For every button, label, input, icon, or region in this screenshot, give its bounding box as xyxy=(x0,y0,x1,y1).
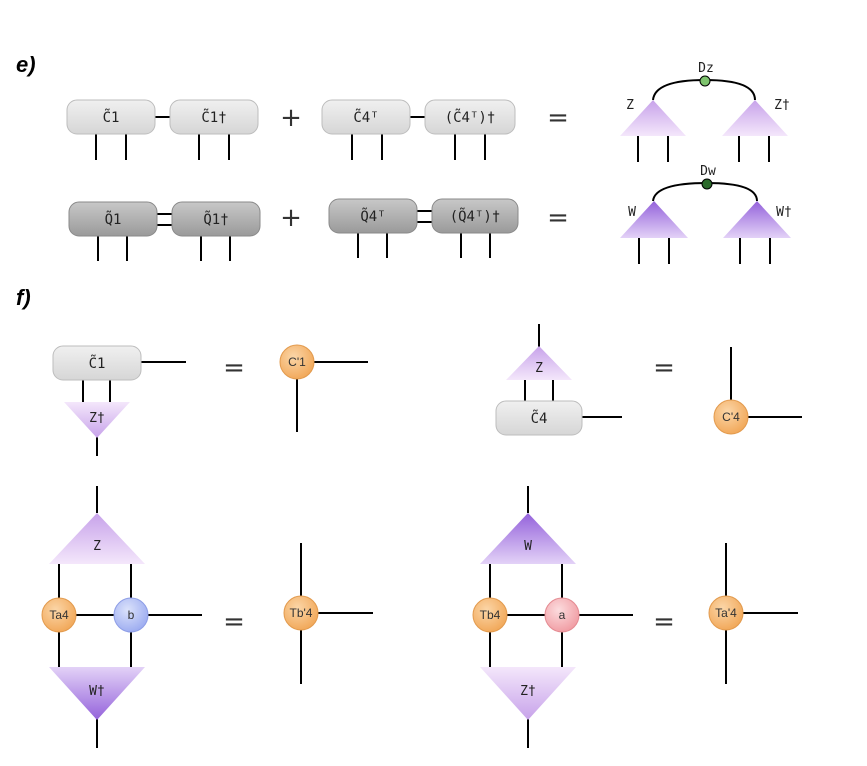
node-a xyxy=(544,597,580,633)
node-tb4 xyxy=(472,597,508,633)
plus-operator: + xyxy=(280,103,302,133)
equals-operator: = xyxy=(653,607,675,637)
triangle-z-dagger-label: Z† xyxy=(89,411,105,426)
triangle-z-dagger xyxy=(722,100,788,136)
f-bottom-right-equation: W Tb4 a Z† = Ta'4 xyxy=(472,486,798,748)
equals-operator: = xyxy=(547,103,569,133)
triangle-z-label: Z xyxy=(535,361,543,376)
triangle-w-dagger-label: W† xyxy=(776,205,792,220)
triangle-z-label: Z xyxy=(626,98,634,113)
triangle-z-label: Z xyxy=(93,539,101,554)
node-ta4-label: Ta4 xyxy=(49,608,69,622)
triangle-w-label: W xyxy=(524,539,532,554)
tensor-box-c4t-dagger xyxy=(424,99,516,135)
equals-operator: = xyxy=(223,607,245,637)
triangle-z-dagger xyxy=(64,402,130,438)
node-b-label: b xyxy=(128,608,135,622)
triangle-w xyxy=(480,513,576,564)
f-top-right-equation: Z C̃4 = C'4 xyxy=(495,324,802,436)
triangle-z-dagger-label: Z† xyxy=(520,684,536,699)
tensor-box-c4-label: C̃4 xyxy=(531,409,548,427)
e-row1-equation: C̃1 C̃1† + C̃4ᵀ (C̃4ᵀ)† = Dz Z Z† xyxy=(66,61,790,162)
result-node-tb4-prime-label: Tb'4 xyxy=(290,606,313,620)
d-w-label: Dw xyxy=(700,164,716,179)
tensor-box-c1 xyxy=(66,99,156,135)
node-b xyxy=(113,597,149,633)
tensor-box-q4t-label: Q̃4ᵀ xyxy=(360,207,385,225)
triangle-w-dagger-label: W† xyxy=(89,684,105,699)
node-ta4 xyxy=(41,597,77,633)
tensor-box-q1 xyxy=(68,201,158,237)
result-node-c1-prime xyxy=(279,344,315,380)
triangle-z xyxy=(49,513,145,564)
tensor-box-q1-label: Q̃1 xyxy=(105,210,122,228)
tensor-box-q1-dagger xyxy=(171,201,261,237)
equals-operator: = xyxy=(223,353,245,383)
section-e-label: e) xyxy=(16,52,36,77)
tensor-box-c4t-dagger-label: (C̃4ᵀ)† xyxy=(445,108,496,126)
equals-operator: = xyxy=(547,203,569,233)
triangle-w xyxy=(620,201,688,238)
result-node-c4-prime xyxy=(713,399,749,435)
e-row2-equation: Q̃1 Q̃1† + Q̃4ᵀ (Q̃4ᵀ)† = Dw W W† xyxy=(68,164,792,264)
section-f-label: f) xyxy=(16,285,31,310)
d-z-node xyxy=(699,75,711,87)
f-top-left-equation: C̃1 Z† = C'1 xyxy=(52,344,368,456)
plus-operator: + xyxy=(280,203,302,233)
tensor-box-c4t-label: C̃4ᵀ xyxy=(353,108,378,126)
tensor-box-c4t xyxy=(321,99,411,135)
tensor-box-c1-label: C̃1 xyxy=(89,354,106,372)
tensor-box-q4t xyxy=(328,198,418,234)
result-node-ta4-prime-label: Ta'4 xyxy=(715,606,737,620)
tensor-box-c1 xyxy=(52,345,142,381)
node-tb4-label: Tb4 xyxy=(480,608,501,622)
triangle-z-dagger xyxy=(480,667,576,720)
result-node-tb4-prime xyxy=(283,595,319,631)
node-a-label: a xyxy=(559,608,566,622)
triangle-w-dagger xyxy=(49,667,145,720)
triangle-w-dagger xyxy=(723,201,791,238)
d-w-node xyxy=(701,178,713,190)
f-bottom-left-equation: Z Ta4 b W† = Tb'4 xyxy=(41,486,373,748)
tensor-box-q4t-dagger-label: (Q̃4ᵀ)† xyxy=(450,207,501,225)
tensor-box-c1-label: C̃1 xyxy=(103,108,120,126)
tensor-box-q4t-dagger xyxy=(431,198,519,234)
result-node-c1-prime-label: C'1 xyxy=(288,355,306,369)
result-node-c4-prime-label: C'4 xyxy=(722,410,740,424)
triangle-z-dagger-label: Z† xyxy=(774,98,790,113)
tensor-box-c4 xyxy=(495,400,583,436)
triangle-z xyxy=(506,346,572,380)
tensor-box-c1-dagger xyxy=(169,99,259,135)
tensor-box-q1-dagger-label: Q̃1† xyxy=(203,210,228,228)
tensor-box-c1-dagger-label: C̃1† xyxy=(201,108,226,126)
equals-operator: = xyxy=(653,353,675,383)
result-node-ta4-prime xyxy=(708,595,744,631)
triangle-w-label: W xyxy=(628,205,636,220)
triangle-z xyxy=(620,100,686,136)
d-z-label: Dz xyxy=(698,61,714,76)
